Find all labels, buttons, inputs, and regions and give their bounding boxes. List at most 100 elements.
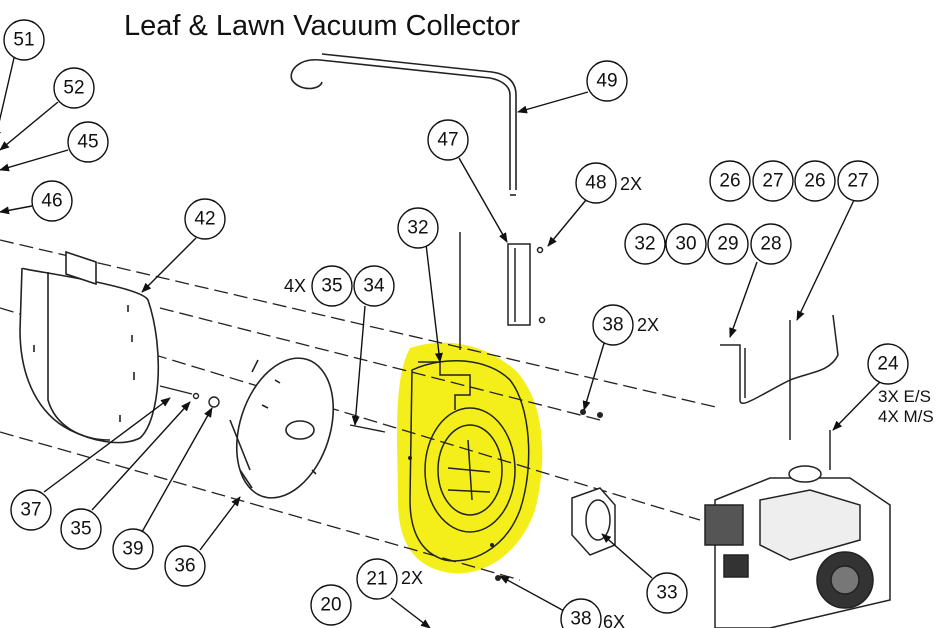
callout-number: 32	[634, 234, 655, 255]
callout-circle	[665, 223, 707, 265]
callout-26b: 26	[794, 160, 836, 202]
callout-number: 48	[585, 173, 606, 194]
fan-impeller-part	[229, 357, 335, 499]
callout-32b: 32	[624, 223, 666, 265]
callout-46: 46	[31, 180, 73, 222]
callout-circle	[397, 207, 439, 249]
callout-circle	[837, 160, 879, 202]
callout-51: 51	[3, 19, 45, 61]
leader-lines	[0, 57, 881, 628]
callout-32a: 32	[397, 207, 439, 249]
callout-number: 32	[407, 218, 428, 239]
hardware-dots	[408, 409, 603, 581]
callout-circle	[164, 545, 206, 587]
callout-circle	[67, 121, 109, 163]
callout-circle	[586, 60, 628, 102]
callout-42: 42	[184, 198, 226, 240]
callout-number: 35	[70, 519, 91, 540]
qty-note-21: 2X	[401, 568, 423, 588]
callout-number: 30	[675, 234, 696, 255]
callout-circle	[356, 558, 398, 600]
qty-note-38: 2X	[637, 315, 659, 335]
callout-number: 45	[77, 132, 98, 153]
fan-housing-part	[409, 232, 530, 562]
callout-circle	[560, 598, 602, 628]
callout-27a: 27	[752, 160, 794, 202]
callout-48: 48	[575, 162, 617, 204]
callout-38a: 38	[592, 304, 634, 346]
qty-note-24-es: 3X E/S	[878, 387, 931, 406]
callout-number: 47	[437, 130, 458, 151]
qty-note-35: 4X	[284, 276, 306, 296]
callout-27b: 27	[837, 160, 879, 202]
handle-tube-part	[290, 53, 517, 196]
bolt-and-washers	[159, 385, 386, 433]
callout-number: 28	[760, 234, 781, 255]
callout-35b: 35	[60, 508, 102, 550]
hopper-sheet-part	[19, 250, 160, 444]
callout-34: 34	[353, 265, 395, 307]
callout-47: 47	[427, 119, 469, 161]
callout-21: 21	[356, 558, 398, 600]
callout-number: 26	[719, 171, 740, 192]
callout-number: 52	[63, 78, 84, 99]
callout-number: 24	[877, 354, 899, 375]
callout-number: 27	[762, 171, 783, 192]
linkage-part	[720, 314, 839, 440]
callout-circle	[709, 160, 751, 202]
callout-29: 29	[707, 223, 749, 265]
callout-number: 36	[174, 556, 195, 577]
callout-circle	[794, 160, 836, 202]
callout-number: 29	[717, 234, 738, 255]
callout-number: 49	[596, 71, 617, 92]
callout-circle	[3, 19, 45, 61]
callout-circle	[750, 223, 792, 265]
callout-circle	[10, 489, 52, 531]
callout-number: 20	[320, 595, 341, 616]
qty-note-24-ms: 4X M/S	[878, 407, 934, 426]
qty-note-48: 2X	[620, 174, 642, 194]
callout-circle	[31, 180, 73, 222]
callout-circle	[427, 119, 469, 161]
callout-45: 45	[67, 121, 109, 163]
callout-circle	[311, 265, 353, 307]
callout-circle	[624, 223, 666, 265]
callout-circle	[310, 584, 352, 626]
callout-bubbles: 51 52 45 46 42 35 34 32 47 49 48 38 26 27 26 27 32 30 29 28…	[3, 19, 909, 628]
callout-circle	[867, 343, 909, 385]
engine-part	[704, 430, 891, 628]
diagram-title: Leaf & Lawn Vacuum Collector	[124, 10, 521, 42]
callout-20: 20	[310, 584, 352, 626]
callout-35a: 35	[311, 265, 353, 307]
callout-circle	[592, 304, 634, 346]
callout-30: 30	[665, 223, 707, 265]
callout-38b: 38	[560, 598, 602, 628]
callout-circle	[353, 265, 395, 307]
callout-number: 51	[13, 30, 34, 51]
callout-circle	[646, 572, 688, 614]
callout-circle	[112, 528, 154, 570]
callout-number: 21	[366, 569, 387, 590]
callout-number: 38	[602, 315, 623, 336]
callout-circle	[184, 198, 226, 240]
callout-28: 28	[750, 223, 792, 265]
callout-number: 37	[20, 500, 41, 521]
callout-33: 33	[646, 572, 688, 614]
callout-circle	[707, 223, 749, 265]
callout-circle	[752, 160, 794, 202]
callout-number: 27	[847, 171, 868, 192]
callout-number: 42	[194, 209, 215, 230]
callout-number: 46	[41, 191, 62, 212]
callout-number: 33	[656, 583, 677, 604]
callout-26a: 26	[709, 160, 751, 202]
callout-24: 24	[867, 343, 909, 385]
callout-circle	[60, 508, 102, 550]
callout-circle	[53, 67, 95, 109]
callout-52: 52	[53, 67, 95, 109]
callout-number: 34	[363, 276, 385, 297]
callout-number: 39	[122, 539, 143, 560]
bracket-part	[507, 243, 546, 326]
callout-number: 26	[804, 171, 825, 192]
